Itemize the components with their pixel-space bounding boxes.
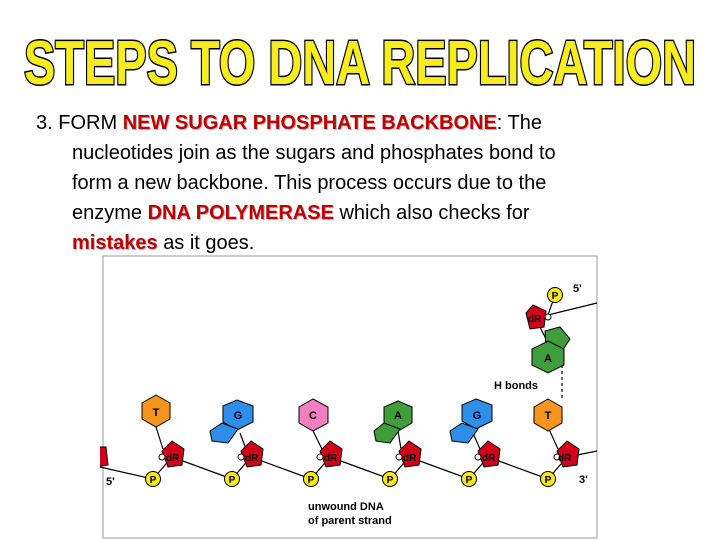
- base-label: A: [394, 410, 402, 422]
- base-label: T: [545, 410, 552, 422]
- sugar-6: dR: [553, 440, 580, 468]
- phosphate-3: P: [303, 471, 319, 487]
- sugar-label: dR: [482, 453, 496, 464]
- sugar-1: dR: [158, 440, 185, 468]
- base-label: C: [309, 410, 317, 422]
- text-fragment-enzyme: enzyme: [72, 202, 143, 224]
- step-line-1: 3. FORM NEW SUGAR PHOSPHATE BACKBONE: Th…: [36, 108, 686, 138]
- text-fragment-checks: which also checks for: [339, 202, 530, 224]
- base-connectors: [155, 326, 559, 450]
- caption-line-2: of parent strand: [308, 515, 392, 527]
- phosphates: P P P P P P P: [145, 287, 563, 487]
- title-text: STEPS TO DNA REPLICATION: [24, 29, 696, 98]
- step-line-4: enzyme DNA POLYMERASE which also checks …: [36, 198, 686, 228]
- h-bonds-label: H bonds: [494, 380, 538, 392]
- phosphate-label: P: [229, 475, 236, 486]
- phosphate-new: P: [547, 287, 563, 303]
- term-dna-polymerase: DNA POLYMERASE: [147, 202, 334, 224]
- term-backbone: NEW SUGAR PHOSPHATE BACKBONE: [122, 112, 497, 134]
- base-G-1: G: [209, 399, 254, 444]
- step-number: 3.: [36, 112, 53, 134]
- sugar-label: dR: [245, 453, 259, 464]
- phosphate-4: P: [382, 471, 398, 487]
- step-description: 3. FORM NEW SUGAR PHOSPHATE BACKBONE: Th…: [36, 108, 686, 258]
- sugar-label: dR: [528, 314, 542, 325]
- step-line-2: nucleotides join as the sugars and phosp…: [72, 142, 556, 164]
- phosphate-label: P: [387, 475, 394, 486]
- caption-line-1: unwound DNA: [308, 501, 384, 513]
- base-T-1: T: [141, 394, 171, 428]
- text-fragment-1: : The: [496, 112, 543, 134]
- five-prime-bottom-label: 5': [106, 476, 115, 488]
- phosphate-label: P: [150, 475, 157, 486]
- phosphate-label: P: [308, 475, 315, 486]
- sugars: dR dR dR dR dR dR dR: [100, 304, 580, 468]
- base-C: C: [298, 398, 329, 432]
- phosphate-label: P: [552, 291, 559, 302]
- base-label: T: [153, 407, 160, 419]
- sugar-label: dR: [166, 453, 180, 464]
- base-A-new: A: [531, 326, 571, 374]
- page-title: STEPS TO DNA REPLICATION: [23, 28, 698, 100]
- base-T-2: T: [533, 398, 563, 432]
- sugar-label: dR: [403, 453, 417, 464]
- step-line-5: mistakes as it goes.: [36, 228, 686, 258]
- phosphate-label: P: [545, 475, 552, 486]
- phosphate-1: P: [145, 471, 161, 487]
- three-prime-label: 3': [579, 474, 588, 486]
- five-prime-top-label: 5': [573, 283, 582, 295]
- step-lead: FORM: [58, 112, 118, 134]
- phosphate-6: P: [540, 471, 556, 487]
- sugar-label: dR: [324, 453, 338, 464]
- dna-diagram: H bonds T G C A G T A dR: [100, 255, 598, 539]
- sugar-label: dR: [558, 453, 572, 464]
- sugar-3: dR: [316, 440, 343, 468]
- sugar-0: dR: [100, 446, 109, 467]
- base-label: G: [473, 410, 482, 422]
- term-mistakes: mistakes: [72, 232, 158, 254]
- phosphate-label: P: [466, 475, 473, 486]
- base-label: G: [234, 410, 243, 422]
- sugar-new: dR: [525, 304, 552, 330]
- diagram-panel: [102, 255, 598, 539]
- phosphate-2: P: [224, 471, 240, 487]
- sugar-2: dR: [237, 440, 264, 468]
- step-line-3: form a new backbone. This process occurs…: [72, 172, 547, 194]
- sugar-4: dR: [395, 440, 422, 468]
- sugar-label: dR: [100, 459, 102, 461]
- base-G-2: G: [449, 398, 493, 444]
- sugar-5: dR: [474, 440, 501, 468]
- text-fragment-goes: as it goes.: [163, 232, 255, 254]
- phosphate-5: P: [461, 471, 477, 487]
- base-A-1: A: [373, 400, 413, 444]
- base-label: A: [544, 353, 552, 365]
